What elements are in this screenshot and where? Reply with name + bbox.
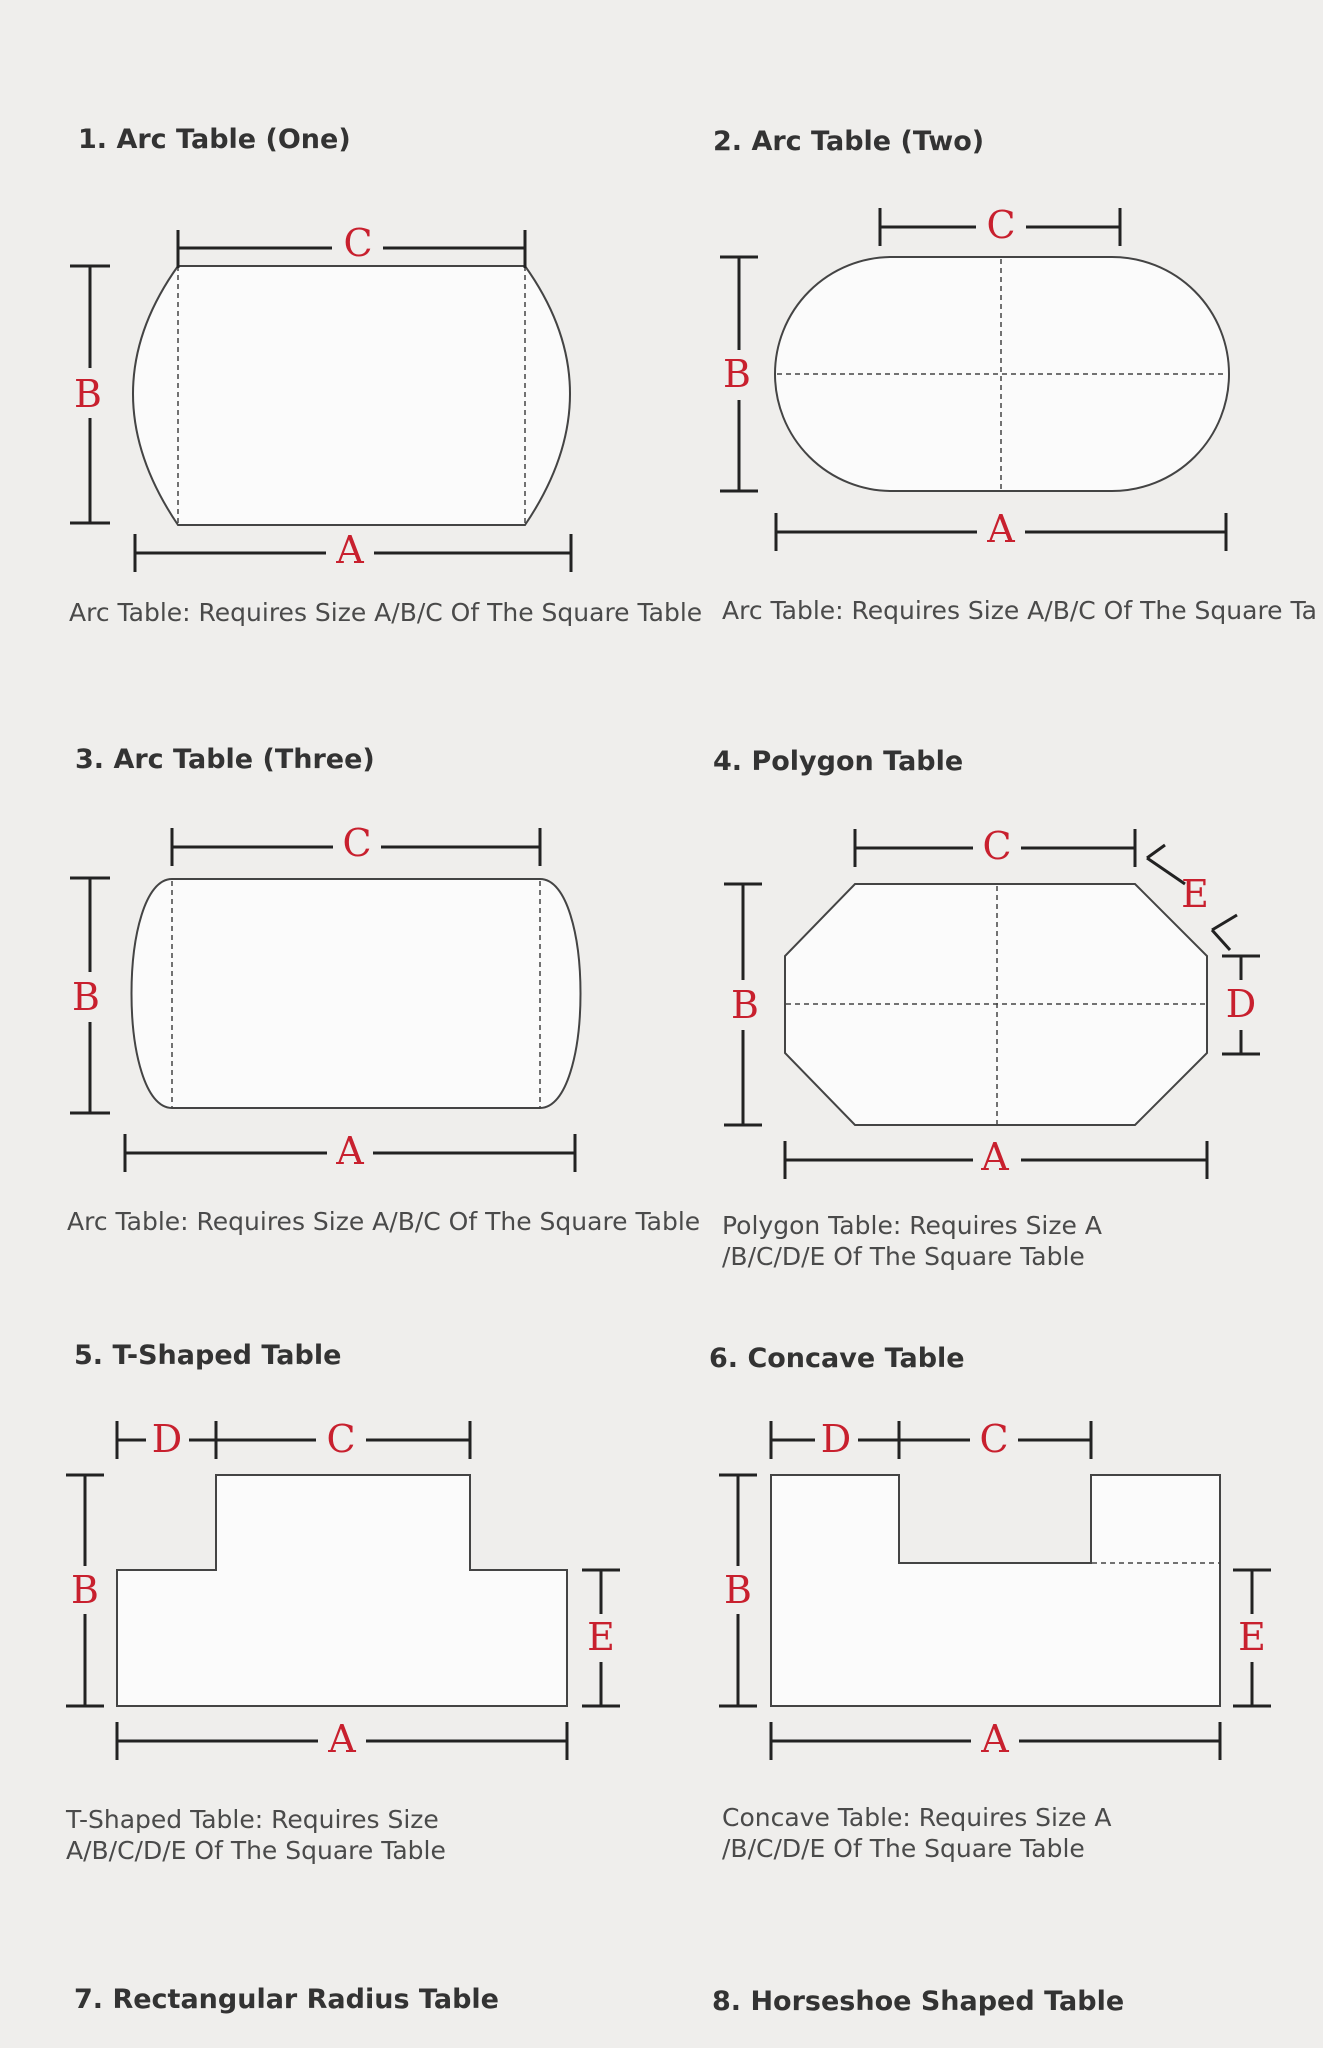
arc-table-three-shape <box>130 878 582 1109</box>
t-shaped-table-diagram: D C B E A <box>66 1417 620 1761</box>
dim-label-c: C <box>982 824 1011 868</box>
dim-label-a: A <box>327 1717 356 1761</box>
arc-table-one-shape <box>132 265 571 526</box>
dim-label-d: D <box>1226 982 1256 1026</box>
dim-label-d: D <box>152 1417 182 1461</box>
concave-table-shape <box>770 1474 1221 1707</box>
t-shaped-table-shape <box>116 1474 568 1707</box>
panel-7-title: 7. Rectangular Radius Table <box>74 1984 499 2015</box>
panel-3-caption: Arc Table: Requires Size A/B/C Of The Sq… <box>67 1207 701 1236</box>
panel-1-caption: Arc Table: Requires Size A/B/C Of The Sq… <box>69 598 703 627</box>
dim-label-c: C <box>979 1417 1008 1461</box>
arc-table-three-diagram: C B A <box>70 821 582 1173</box>
dim-label-c: C <box>986 203 1015 247</box>
panel-6-caption-line-1: Concave Table: Requires Size A <box>722 1803 1112 1832</box>
panel-5-caption-line-1: T-Shaped Table: Requires Size <box>66 1805 439 1834</box>
panel-4-caption-line-2: /B/C/D/E Of The Square Table <box>722 1242 1085 1271</box>
dim-label-e: E <box>1238 1615 1266 1659</box>
concave-table-diagram: D C B E A <box>719 1417 1271 1761</box>
panel-4-caption: Polygon Table: Requires Size A /B/C/D/E … <box>722 1210 1102 1272</box>
panel-2-caption: Arc Table: Requires Size A/B/C Of The Sq… <box>722 596 1317 625</box>
dim-label-b: B <box>731 983 759 1027</box>
panel-5-caption-line-2: A/B/C/D/E Of The Square Table <box>66 1836 446 1865</box>
dim-label-a: A <box>986 507 1015 551</box>
panel-3-title: 3. Arc Table (Three) <box>75 744 375 775</box>
dim-label-b: B <box>72 975 100 1019</box>
dim-label-a: A <box>335 528 364 572</box>
dim-label-c: C <box>326 1417 355 1461</box>
panel-1-title: 1. Arc Table (One) <box>78 124 351 155</box>
panel-2-title: 2. Arc Table (Two) <box>713 126 985 157</box>
dim-label-e: E <box>1181 872 1209 916</box>
panel-6-title: 6. Concave Table <box>709 1343 965 1374</box>
panel-5-caption: T-Shaped Table: Requires Size A/B/C/D/E … <box>66 1804 446 1866</box>
dim-label-d: D <box>821 1417 851 1461</box>
dim-label-e: E <box>587 1615 615 1659</box>
dim-label-a: A <box>980 1135 1009 1179</box>
panel-4-caption-line-1: Polygon Table: Requires Size A <box>722 1211 1102 1240</box>
panel-6-caption-line-2: /B/C/D/E Of The Square Table <box>722 1834 1085 1863</box>
dim-label-b: B <box>724 1568 752 1612</box>
polygon-table-diagram: C E B D A <box>724 824 1260 1179</box>
dim-label-b: B <box>71 1568 99 1612</box>
panel-8-title: 8. Horseshoe Shaped Table <box>712 1986 1125 2017</box>
panel-6-caption: Concave Table: Requires Size A /B/C/D/E … <box>722 1802 1112 1864</box>
panel-4-title: 4. Polygon Table <box>713 746 964 777</box>
arc-table-one-diagram: C B A <box>70 221 573 572</box>
dim-label-a: A <box>335 1129 364 1173</box>
dim-label-a: A <box>980 1717 1009 1761</box>
arc-table-two-diagram: C B A <box>720 203 1230 551</box>
dim-label-c: C <box>343 221 372 265</box>
dim-label-c: C <box>342 821 371 865</box>
panel-5-title: 5. T-Shaped Table <box>74 1340 342 1371</box>
dim-label-b: B <box>723 352 751 396</box>
dim-label-b: B <box>74 372 102 416</box>
